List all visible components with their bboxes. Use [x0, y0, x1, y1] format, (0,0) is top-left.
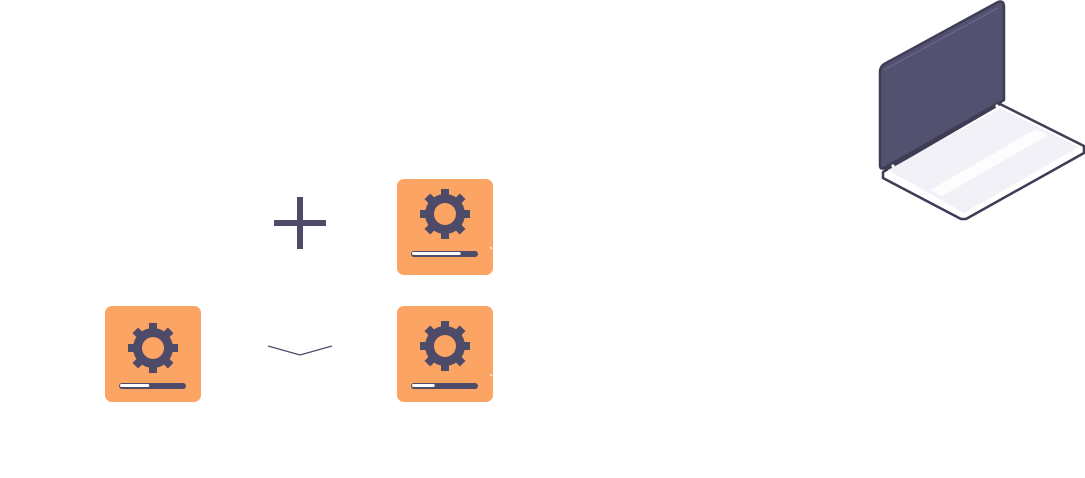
plus-icon[interactable] [272, 195, 328, 251]
settings-tile[interactable] [397, 306, 493, 402]
laptop-icon [876, 0, 1085, 222]
settings-tile[interactable] [397, 179, 493, 275]
progress-fill [412, 384, 435, 387]
progress-fill [412, 252, 461, 255]
gear-icon [128, 323, 178, 373]
progress-fill [120, 384, 150, 387]
gear-icon [420, 321, 470, 371]
chevron-down-icon[interactable] [266, 344, 334, 358]
settings-tile[interactable] [105, 306, 201, 402]
gear-icon [420, 189, 470, 239]
